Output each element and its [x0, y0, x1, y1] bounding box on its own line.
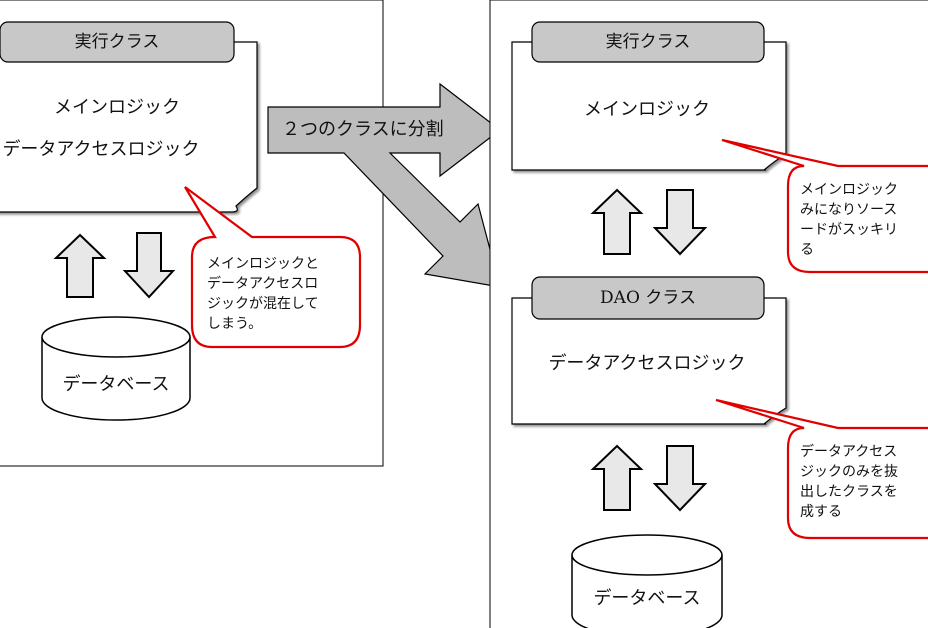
before-class-title: 実行クラス — [74, 32, 160, 52]
after-dao-callout-bubble — [715, 398, 928, 540]
before-callout-text: メインロジックと データアクセスロ ジックが混在して しまう。 — [207, 256, 319, 332]
before-database-cylinder — [41, 337, 191, 421]
before-up-arrow — [53, 233, 107, 298]
before-main-logic-label: メインロジック — [54, 97, 180, 118]
split-arrow-label: ２つのクラスに分割 — [282, 119, 444, 140]
after-bottom-down-arrow — [652, 445, 708, 512]
after-exec-callout-bubble — [721, 138, 928, 274]
after-dao-class-title: DAO クラス — [600, 288, 696, 308]
before-data-access-label: データアクセスロジック — [2, 139, 200, 160]
split-arrow — [267, 82, 501, 288]
before-callout-bubble — [184, 186, 362, 349]
after-middle-down-arrow — [652, 189, 708, 256]
after-dao-class-tab — [531, 276, 765, 320]
before-class-box — [0, 41, 258, 213]
after-dao-class-box — [511, 297, 787, 425]
before-database-label: データベース — [62, 374, 170, 395]
after-exec-callout-text: メインロジック みになりソース ードがスッキリ る — [800, 182, 898, 258]
after-dao-callout-text: データアクセス ジックのみを抜 出したクラスを 成する — [800, 444, 898, 520]
after-middle-up-arrow — [590, 188, 644, 255]
after-database-label: データベース — [593, 588, 701, 609]
after-data-access-label: データアクセスロジック — [548, 353, 746, 374]
before-class-tab — [0, 21, 235, 63]
after-main-logic-label: メインロジック — [584, 99, 710, 120]
before-down-arrow — [122, 232, 176, 299]
after-exec-class-title: 実行クラス — [605, 32, 691, 52]
after-database-cylinder — [571, 555, 723, 628]
after-bottom-up-arrow — [590, 444, 644, 511]
after-exec-class-tab — [531, 21, 765, 63]
